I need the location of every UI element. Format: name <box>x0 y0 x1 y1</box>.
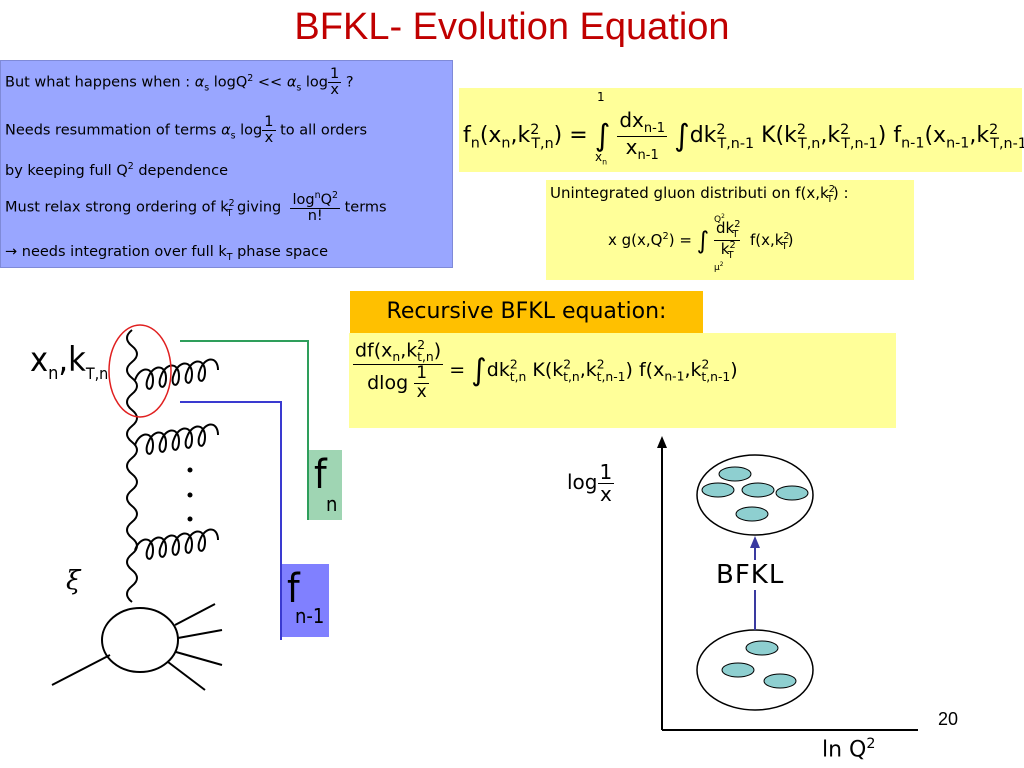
recursive-label: Recursive BFKL equation: <box>350 291 703 333</box>
unintegrated-gluon-box: Unintegrated gluon distributi on f(x,k2T… <box>546 180 914 280</box>
proton-blob <box>101 607 179 673</box>
xi-label: ξ <box>66 566 81 596</box>
dense-region <box>696 454 814 536</box>
page-number: 20 <box>938 709 959 729</box>
f-n-box: f n <box>308 450 342 520</box>
xn-kt-label: xn,kT,n <box>30 340 109 384</box>
gluon-ladder-rungs <box>126 329 138 603</box>
bfkl-label: BFKL <box>712 560 789 590</box>
summary-box: But what happens when : αs logQ2 << αs l… <box>0 60 453 268</box>
plot-x-label: ln Q2 <box>822 736 876 763</box>
slide-title: BFKL- Evolution Equation <box>294 6 730 48</box>
bullet-line-5: → needs integration over full kT phase s… <box>5 244 328 263</box>
bullet-line-3: by keeping full Q2 dependence <box>5 161 228 179</box>
gluon-rungs <box>134 358 219 560</box>
f-n-1-box: f n-1 <box>281 564 329 637</box>
highlight-circle <box>108 324 172 418</box>
bullet-line-4: Must relax strong ordering of k2T giving… <box>5 190 387 225</box>
bullet-line-1: But what happens when : αs logQ2 << αs l… <box>5 66 354 99</box>
